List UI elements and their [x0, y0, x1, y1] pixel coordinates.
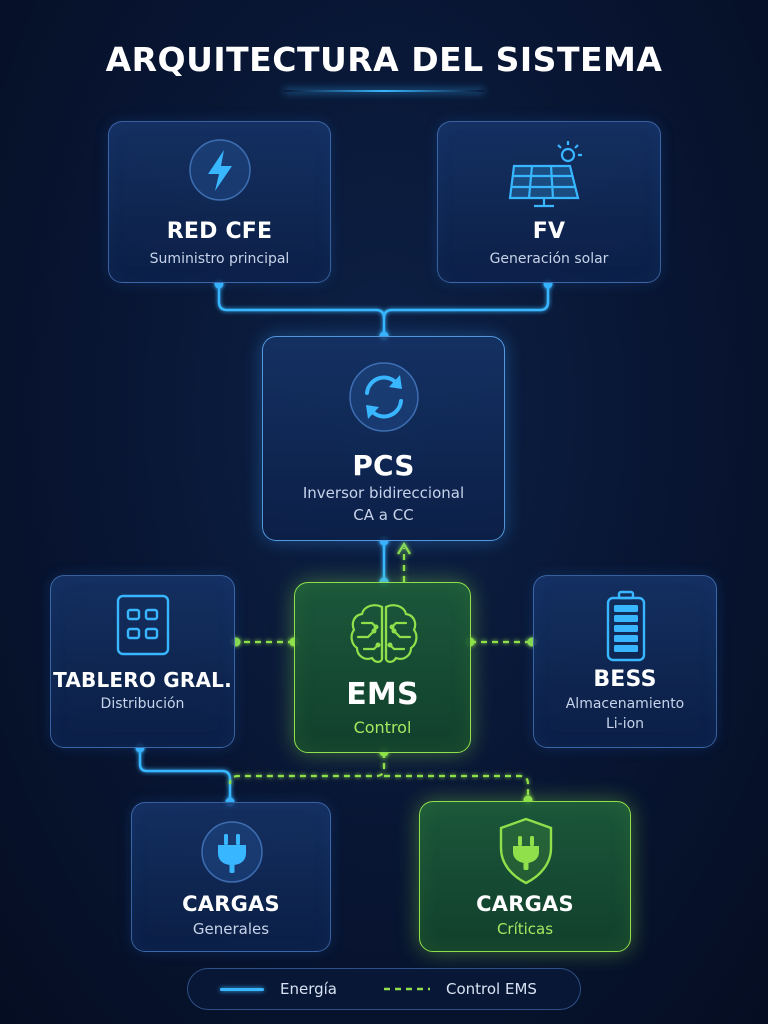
node-ems: EMS Control [294, 582, 471, 753]
node-title: PCS [352, 449, 415, 482]
node-subtitle-line1: Almacenamiento [565, 696, 685, 712]
node-subtitle: Generación solar [489, 251, 609, 267]
node-fv: FV Generación solar [437, 121, 661, 283]
node-tablero: TABLERO GRAL. Distribución [50, 575, 235, 748]
node-subtitle-line2: CA a CC [353, 506, 414, 524]
control-line-ems-criticas [384, 774, 530, 800]
node-title: RED CFE [166, 219, 273, 244]
node-cargas-criticas: CARGAS Críticas [419, 801, 631, 952]
energy-line-fv-pcs [382, 284, 550, 319]
node-subtitle-line1: Inversor bidireccional [302, 484, 465, 502]
node-title: FV [532, 219, 566, 244]
legend: Energía Control EMS [187, 968, 581, 1010]
node-title: EMS [346, 677, 419, 712]
brain-circuit-icon [348, 601, 420, 667]
node-subtitle: Generales [192, 920, 270, 938]
node-title: TABLERO GRAL. [53, 668, 232, 692]
legend-energy-line [220, 988, 264, 991]
battery-icon [605, 590, 647, 662]
node-subtitle: Distribución [100, 696, 185, 712]
control-arrow-head [397, 541, 411, 555]
node-pcs: PCS Inversor bidireccional CA a CC [262, 336, 505, 541]
node-subtitle: Suministro principal [149, 251, 290, 267]
node-red-cfe: RED CFE Suministro principal [108, 121, 331, 283]
lightning-bolt-icon [188, 138, 252, 202]
node-subtitle-line2: Li-ion [605, 716, 645, 732]
node-title: CARGAS [476, 892, 574, 916]
node-cargas-generales: CARGAS Generales [131, 802, 331, 952]
title-underline [284, 90, 484, 92]
legend-control-line [384, 987, 430, 991]
node-subtitle: Control [353, 718, 412, 737]
legend-energy-label: Energía [280, 980, 337, 998]
node-title: CARGAS [182, 892, 280, 916]
node-bess: BESS Almacenamiento Li-ion [533, 575, 717, 748]
panel-board-icon [115, 593, 171, 657]
node-title: BESS [593, 667, 657, 692]
shield-plug-icon [495, 816, 557, 886]
energy-line-tablero-cargas [138, 748, 232, 802]
node-subtitle: Críticas [496, 920, 554, 938]
page-title: ARQUITECTURA DEL SISTEMA [105, 40, 663, 79]
solar-panel-icon [508, 136, 592, 210]
plug-icon [200, 820, 264, 884]
sync-arrows-icon [348, 361, 420, 433]
control-line-ems-cargas [228, 752, 386, 785]
legend-control-label: Control EMS [446, 980, 537, 998]
energy-line-red-pcs [217, 284, 386, 336]
